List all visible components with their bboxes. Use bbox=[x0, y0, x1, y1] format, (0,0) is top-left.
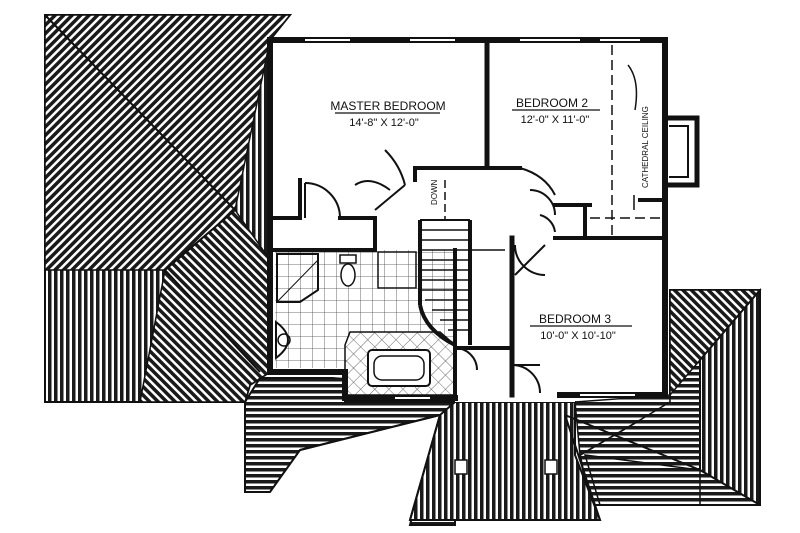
toilet bbox=[340, 263, 356, 287]
cathedral-ceiling-note: CATHEDRAL CEILING bbox=[641, 106, 650, 188]
windows bbox=[305, 39, 640, 399]
linen-closet bbox=[377, 251, 417, 289]
roof-left bbox=[44, 14, 293, 403]
room-dims-master-bedroom: 14'-8" X 12'-0" bbox=[349, 117, 419, 129]
room-name-bedroom-2: BEDROOM 2 bbox=[516, 96, 588, 110]
ceiling-arrow-icon bbox=[627, 64, 638, 111]
room-dims-bedroom-2: 12'-0" X 11'-0" bbox=[521, 114, 590, 126]
room-name-master-bedroom: MASTER BEDROOM bbox=[330, 99, 445, 113]
room-name-bedroom-3: BEDROOM 3 bbox=[539, 312, 611, 326]
stair-down-label: DOWN bbox=[430, 179, 439, 205]
room-dims-bedroom-3: 10'-0" X 10'-10" bbox=[540, 330, 616, 342]
staircase bbox=[418, 180, 505, 347]
door-swings bbox=[304, 149, 556, 394]
sink bbox=[275, 319, 289, 361]
bathroom-fixtures bbox=[275, 251, 431, 387]
shower bbox=[276, 253, 319, 303]
